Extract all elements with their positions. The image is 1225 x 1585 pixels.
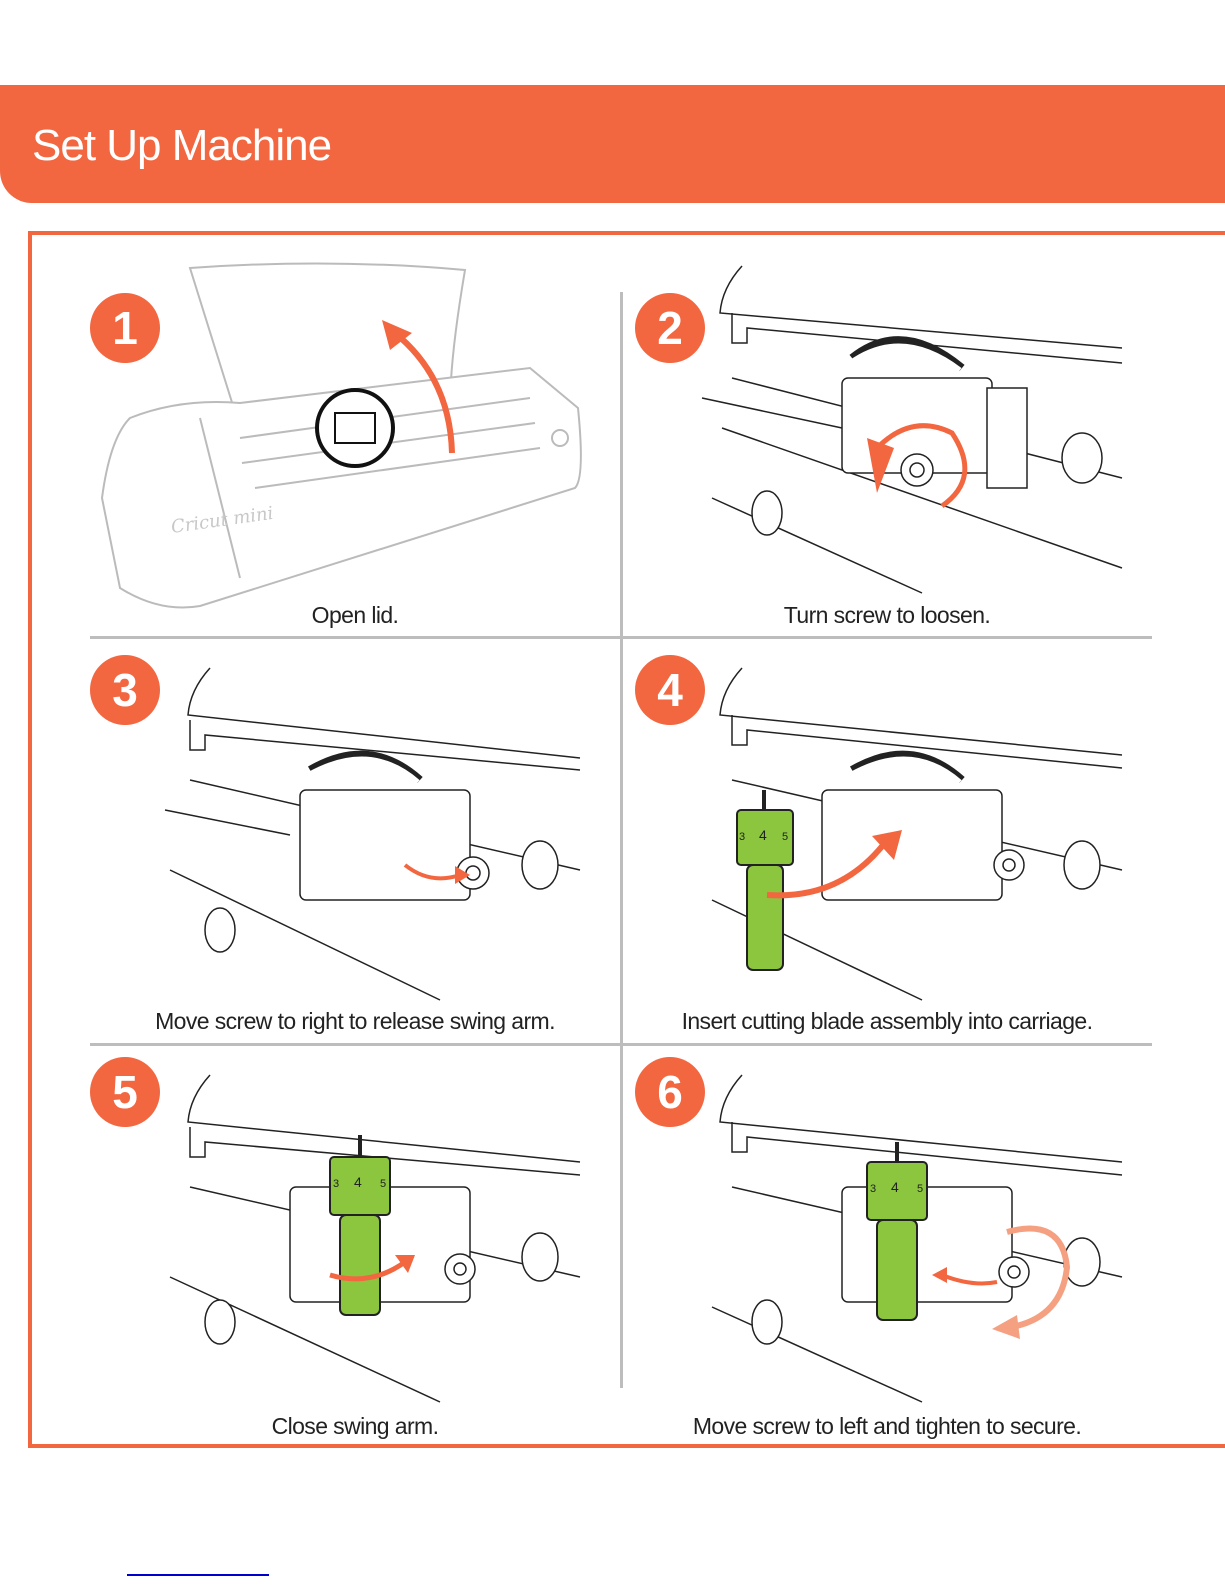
step-caption: Insert cutting blade assembly into carri…: [681, 1008, 1093, 1034]
row-divider: [90, 636, 1152, 639]
column-divider: [620, 292, 623, 1388]
step-number-badge: 1: [90, 293, 160, 363]
step-number-badge: 2: [635, 293, 705, 363]
dial-number: 5: [917, 1183, 923, 1195]
page-title: Set Up Machine: [32, 121, 332, 170]
carriage-loosen-illustration: [701, 265, 1123, 594]
tighten-screw-illustration: 4 3 5: [711, 1074, 1123, 1403]
step-number-badge: 4: [635, 655, 705, 725]
step-caption: Open lid.: [311, 602, 399, 628]
carriage-release-illustration: [164, 667, 581, 1001]
step-caption: Move screw to right to release swing arm…: [155, 1008, 555, 1034]
step-caption: Move screw to left and tighten to secure…: [692, 1413, 1082, 1439]
step-5: 4 3 5 5 Close swing arm.: [90, 1047, 620, 1452]
section-header: Set Up Machine: [0, 85, 1225, 203]
dial-number: 5: [782, 831, 788, 843]
step-number-badge: 5: [90, 1057, 160, 1127]
step-3: 3 Move screw to right to release swing a…: [90, 640, 620, 1045]
row-divider: [90, 1043, 1152, 1046]
green-blade-housing: 4 3 5: [866, 1142, 928, 1321]
rotate-arrow-icon: [875, 423, 968, 509]
arrow-up-icon: [393, 330, 455, 454]
arrow-close-icon: [329, 1259, 407, 1282]
dial-number: 4: [354, 1174, 362, 1190]
dial-number: 3: [870, 1183, 876, 1195]
dial-number: 4: [891, 1179, 899, 1195]
step-4: 4 3 5 4 Insert cutting blade assembly in…: [622, 640, 1152, 1045]
dial-number: 3: [333, 1178, 339, 1190]
blade-insert-illustration: 4 3 5: [711, 667, 1123, 1001]
step-caption: Close swing arm.: [271, 1413, 439, 1439]
dial-number: 5: [380, 1178, 386, 1190]
arrow-insert-icon: [766, 838, 890, 899]
step-1: Cricut mini 1 Open lid.: [90, 238, 620, 643]
steps-frame: [28, 231, 1225, 1448]
dial-number: 3: [739, 831, 745, 843]
green-blade-housing: 4 3 5: [736, 790, 794, 971]
dial-number: 4: [759, 827, 767, 843]
step-number-badge: 6: [635, 1057, 705, 1127]
green-blade-housing: 4 3 5: [329, 1135, 391, 1316]
close-swing-arm-illustration: 4 3 5: [169, 1074, 581, 1403]
step-number-badge: 3: [90, 655, 160, 725]
step-caption: Turn screw to loosen.: [783, 602, 991, 628]
machine-open-lid-illustration: Cricut mini: [100, 262, 582, 609]
link-underline: [127, 1574, 269, 1576]
rotate-arrow-icon: [1006, 1225, 1071, 1330]
step-2: 2 Turn screw to loosen.: [622, 238, 1152, 643]
step-6: 4 3 5 6 Move screw to left and tighten t…: [622, 1047, 1152, 1452]
